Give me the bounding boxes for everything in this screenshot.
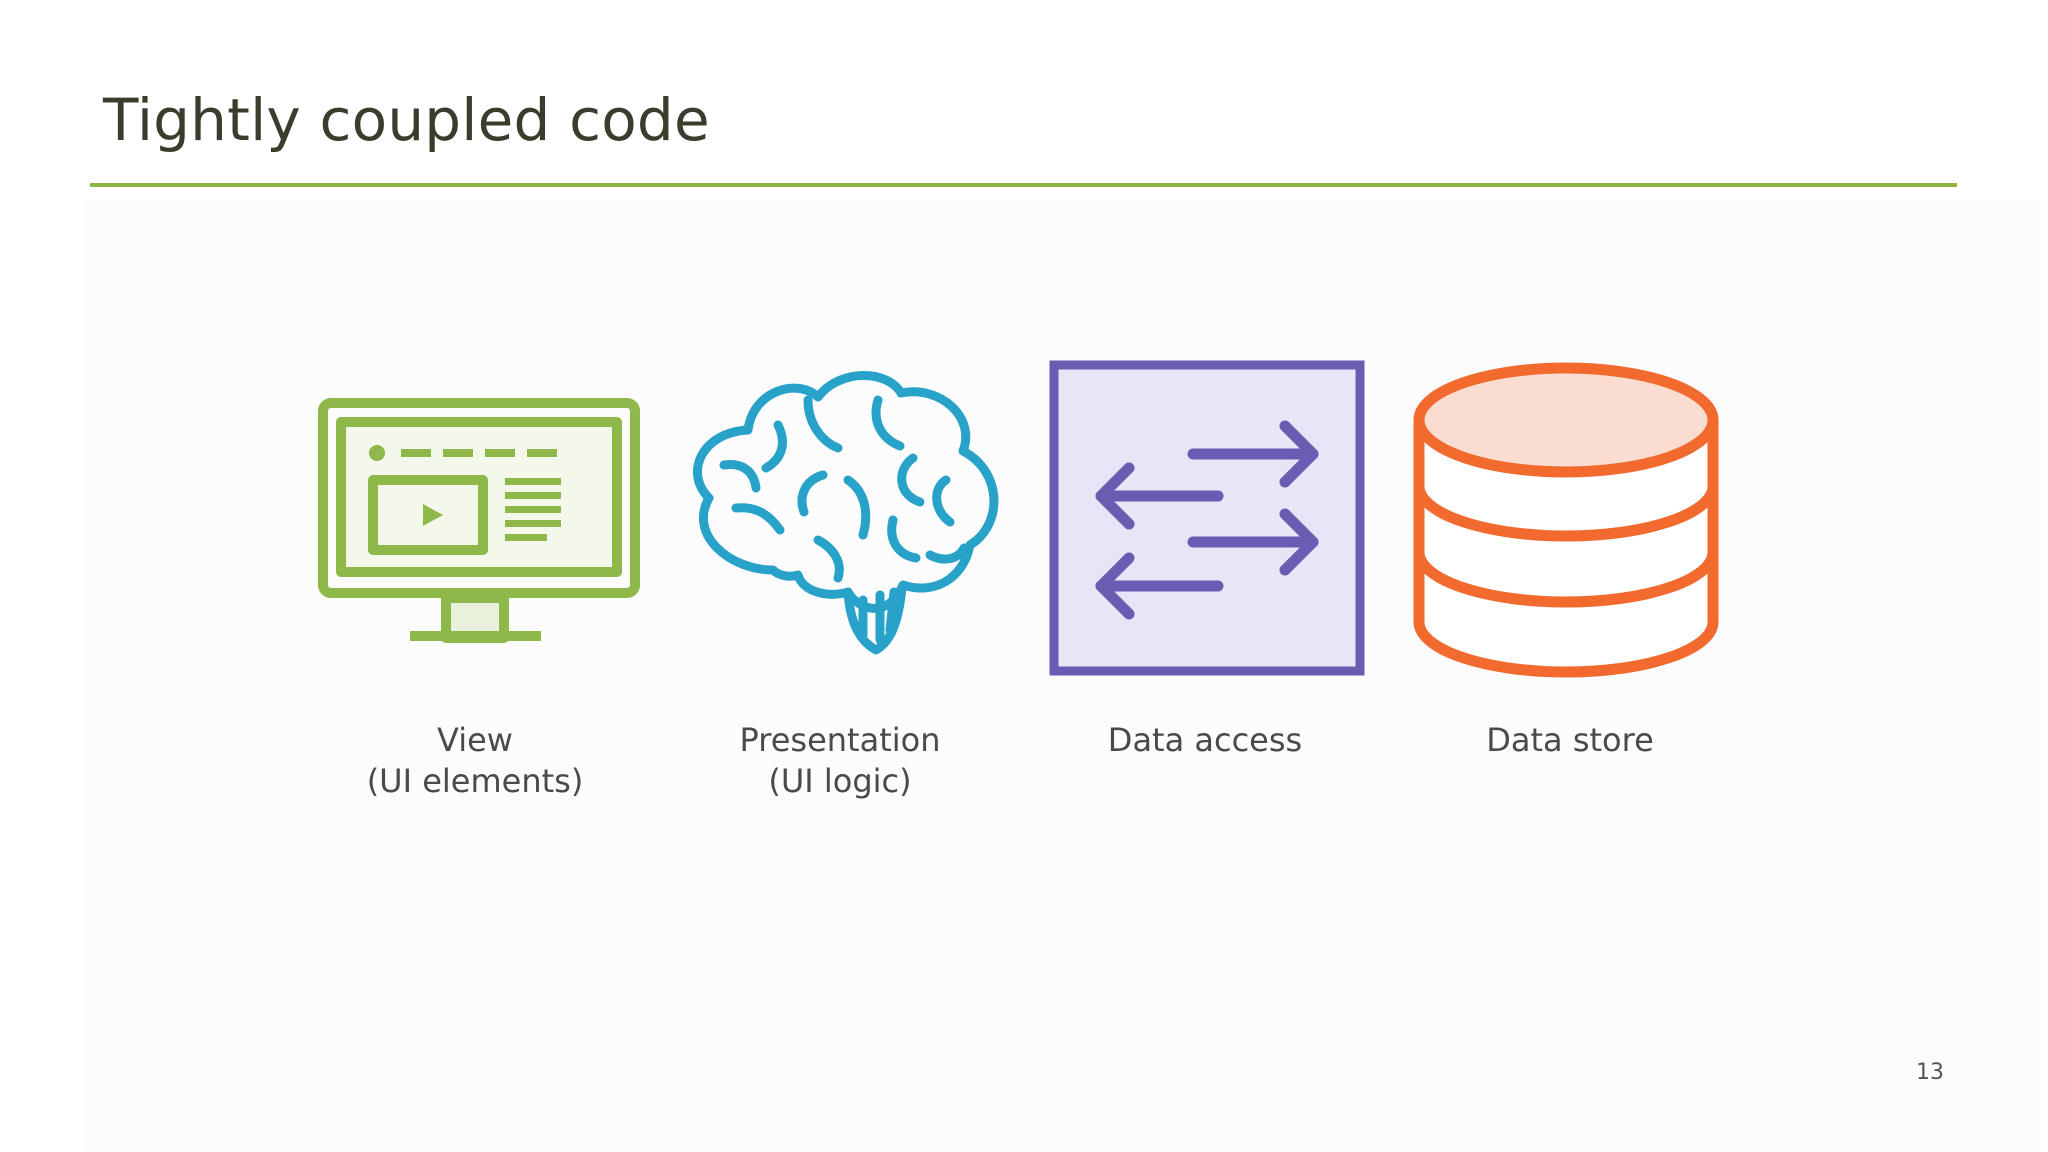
- layer-name: Data access: [1107, 721, 1303, 759]
- layer-data-store: Data store: [1388, 330, 1752, 850]
- layer-subtitle: (UI logic): [768, 762, 912, 800]
- diagram-panel: [84, 200, 2046, 1152]
- layer-label: Data store: [1388, 720, 1752, 761]
- slide-title: Tightly coupled code: [103, 86, 710, 154]
- layer-label: Presentation (UI logic): [658, 720, 1022, 802]
- page-number: 13: [1916, 1060, 1944, 1085]
- database-icon: [1413, 362, 1719, 678]
- brain-icon: [693, 371, 999, 655]
- layer-subtitle: (UI elements): [366, 762, 584, 800]
- layer-name: View: [437, 721, 513, 759]
- layer-label: Data access: [1023, 720, 1387, 761]
- exchange-arrows-icon: [1049, 360, 1365, 676]
- layer-name: Data store: [1486, 721, 1654, 759]
- title-divider: [90, 183, 1957, 187]
- monitor-icon: [318, 398, 640, 643]
- layer-view: View (UI elements): [293, 330, 657, 850]
- layer-label: View (UI elements): [293, 720, 657, 802]
- layer-name: Presentation: [739, 721, 941, 759]
- layer-presentation: Presentation (UI logic): [658, 330, 1022, 850]
- layer-data-access: Data access: [1023, 330, 1387, 850]
